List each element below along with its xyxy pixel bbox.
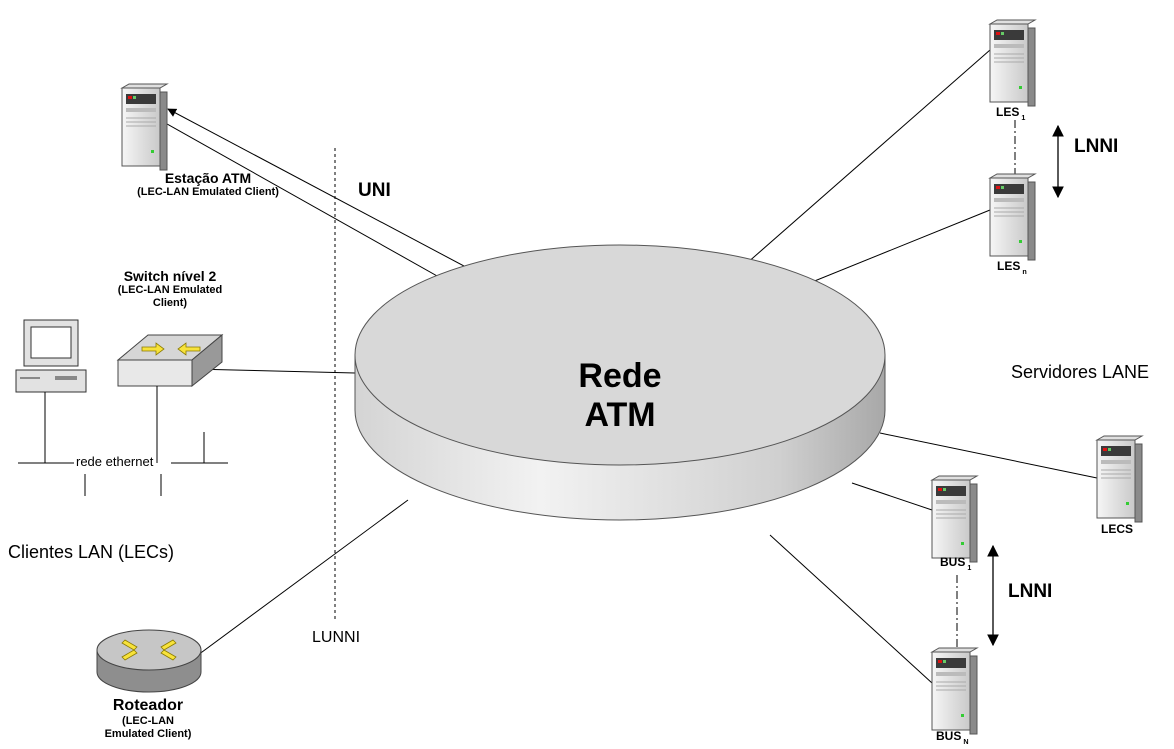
lesn-name: LES bbox=[997, 259, 1021, 273]
roteador-desc2: Emulated Client) bbox=[104, 728, 192, 741]
switch-name: Switch nível 2 bbox=[123, 268, 217, 284]
link-estacao-a bbox=[167, 108, 497, 284]
cloud-line1: Rede bbox=[578, 357, 662, 395]
uni-label: UNI bbox=[358, 180, 391, 201]
lnni-bottom-label: LNNI bbox=[1008, 581, 1053, 602]
lunni-label: LUNNI bbox=[312, 629, 361, 646]
bus1-name: BUS bbox=[940, 555, 966, 569]
link-busn bbox=[769, 534, 933, 684]
les1-server-icon bbox=[989, 19, 1036, 107]
ethernet-bus bbox=[18, 432, 228, 496]
estacao-desc: (LEC-LAN Emulated Client) bbox=[137, 186, 279, 199]
estacao-server-icon bbox=[121, 83, 168, 171]
link-lecs bbox=[879, 432, 1098, 479]
router-icon bbox=[96, 629, 202, 693]
busn-sub: N bbox=[963, 737, 969, 746]
lecs-name: LECS bbox=[1101, 522, 1134, 536]
switch-icon bbox=[116, 333, 224, 388]
link-estacao-b bbox=[159, 119, 463, 291]
switch-desc2: Client) bbox=[152, 296, 188, 309]
switch-caption: Switch nível 2 (LEC-LAN Emulated Client) bbox=[100, 268, 240, 309]
lesn-server-icon bbox=[989, 173, 1036, 261]
cloud-line2: ATM bbox=[584, 396, 656, 435]
estacao-caption: Estação ATM (LEC-LAN Emulated Client) bbox=[118, 170, 298, 199]
roteador-name: Roteador bbox=[112, 697, 184, 714]
roteador-caption: Roteador (LEC-LAN Emulated Client) bbox=[88, 697, 208, 741]
lecs-caption: LECS bbox=[1101, 522, 1134, 537]
ethernet-label: rede ethernet bbox=[75, 454, 155, 470]
les1-sub: 1 bbox=[1021, 113, 1026, 122]
bus1-server-icon bbox=[931, 475, 978, 563]
bus1-sub: 1 bbox=[967, 563, 972, 572]
link-bus1 bbox=[851, 482, 933, 511]
desktop-pc-icon bbox=[15, 319, 87, 393]
link-les1 bbox=[729, 49, 991, 279]
link-switch bbox=[191, 368, 356, 374]
atm-network-cylinder bbox=[354, 244, 886, 521]
les1-name: LES bbox=[996, 105, 1020, 119]
busn-name: BUS bbox=[936, 729, 962, 743]
busn-server-icon bbox=[931, 647, 978, 735]
lnni-top-label: LNNI bbox=[1074, 136, 1119, 157]
clientes-label: Clientes LAN (LECs) bbox=[8, 542, 175, 562]
cloud-title: Rede ATM bbox=[560, 357, 680, 435]
estacao-name: Estação ATM bbox=[164, 170, 252, 186]
switch-desc1: (LEC-LAN Emulated bbox=[117, 284, 223, 297]
lecs-server-icon bbox=[1096, 435, 1143, 523]
roteador-desc1: (LEC-LAN bbox=[122, 715, 174, 728]
link-roteador bbox=[197, 499, 409, 656]
lesn-sub: n bbox=[1022, 267, 1027, 276]
servidores-label: Servidores LANE bbox=[1011, 362, 1150, 382]
